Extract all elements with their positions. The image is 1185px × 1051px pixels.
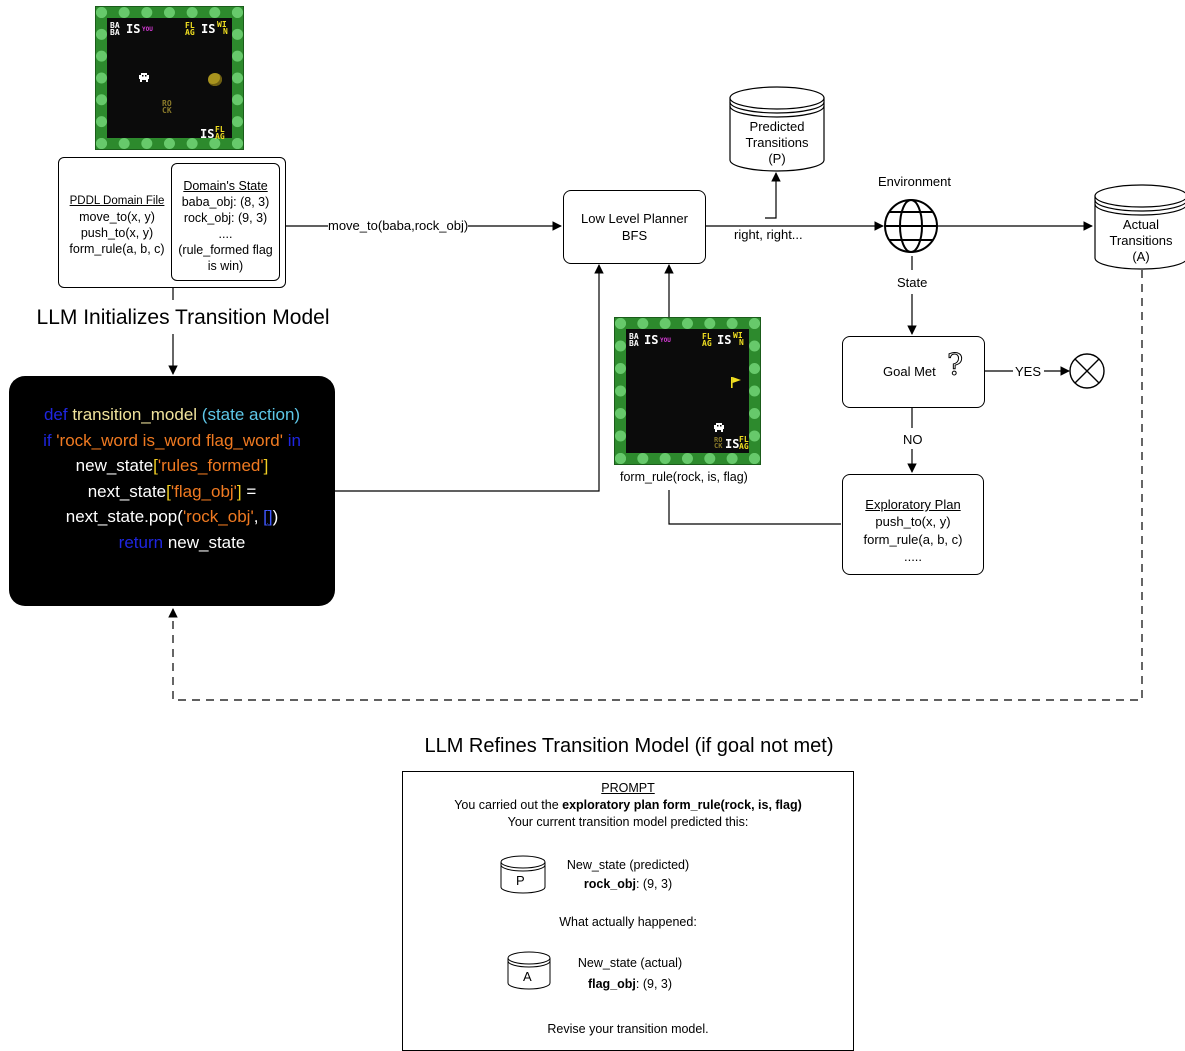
move-action-label: move_to(baba,rock_obj): [328, 218, 469, 233]
actual-db-icon: [1094, 184, 1185, 270]
word-is: IS: [725, 437, 740, 451]
baba-sprite: [713, 421, 725, 433]
state-line: ....: [218, 227, 233, 241]
globe-icon: [884, 199, 938, 253]
pddl-domain-file: PDDL Domain File move_to(x, y) push_to(x…: [63, 193, 171, 257]
word-is: IS: [200, 127, 215, 141]
code-line: next_state['flag_obj'] =: [87, 481, 257, 501]
arrow-to-predicted: [765, 172, 781, 219]
exploratory-title: Exploratory Plan: [865, 497, 961, 512]
actions-label: right, right...: [734, 227, 803, 242]
board-caption: form_rule(rock, is, flag): [620, 470, 748, 484]
domain-state-box: Domain's State baba_obj: (8, 3) rock_obj…: [171, 163, 280, 281]
exploratory-plan-box: Exploratory Plan push_to(x, y) form_rule…: [842, 474, 984, 575]
pddl-action: push_to(x, y): [80, 226, 154, 240]
code-line: if 'rock_word is_word flag_word' in: [43, 430, 301, 450]
word-you: YOU: [660, 337, 671, 344]
actual-db-icon: [507, 951, 551, 990]
code-line: def transition_model (state action): [43, 405, 301, 424]
predicted-db-letter: P: [516, 873, 525, 888]
environment-label: Environment: [878, 174, 951, 189]
planner-title: Low Level Planner: [581, 211, 688, 226]
word-you: YOU: [142, 26, 153, 33]
line-exploratory-to-board: [668, 490, 841, 525]
predicted-db-icon: [729, 86, 825, 172]
pddl-domain-box: PDDL Domain File move_to(x, y) push_to(x…: [58, 157, 286, 288]
domain-state-title: Domain's State: [183, 179, 268, 193]
goal-met-label: Goal Met: [883, 364, 936, 379]
word-is: IS: [717, 333, 732, 347]
pddl-action: form_rule(a, b, c): [69, 242, 165, 256]
pddl-action: move_to(x, y): [79, 210, 155, 224]
state-line: baba_obj: (8, 3): [181, 195, 270, 209]
predicted-db-icon: [500, 855, 546, 894]
init-heading: LLM Initializes Transition Model: [0, 306, 366, 330]
state-label: State: [897, 275, 928, 290]
exploratory-step: push_to(x, y): [875, 514, 951, 529]
actual-transitions-label: Actual Transitions (A): [1109, 217, 1173, 264]
word-is: IS: [126, 22, 141, 36]
predicted-state: New_state (predicted) rock_obj: (9, 3): [566, 858, 690, 891]
state-line: (rule_formed flag: [178, 243, 273, 257]
question-mark-icon: ?: [946, 348, 964, 383]
yes-label: YES: [1015, 364, 1042, 379]
rock-sprite: [208, 73, 222, 86]
arrow-code-to-planner: [335, 264, 604, 492]
code-line: return new_state: [118, 532, 246, 552]
planner-algorithm: BFS: [621, 228, 648, 243]
state-line: is win): [207, 259, 244, 273]
exploratory-step: .....: [903, 549, 923, 564]
prompt-closing: Revise your transition model.: [547, 1022, 709, 1036]
actual-db-letter: A: [523, 969, 532, 984]
actual-intro: What actually happened:: [559, 915, 697, 929]
actual-state: New_state (actual) flag_obj: (9, 3): [577, 956, 683, 991]
exploratory-step: form_rule(a, b, c): [863, 532, 963, 547]
prompt-line: You carried out the exploratory plan for…: [454, 798, 802, 812]
goal-met-box: Goal Met ?: [842, 336, 985, 408]
baba-sprite: [138, 71, 150, 83]
flag-sprite: [729, 375, 743, 389]
word-is: IS: [644, 333, 659, 347]
low-level-planner: Low Level Planner BFS: [563, 190, 706, 264]
state-line: rock_obj: (9, 3): [183, 211, 268, 225]
code-line: next_state.pop('rock_obj', []): [65, 507, 279, 526]
stop-circle-icon: [1069, 353, 1105, 389]
refine-heading: LLM Refines Transition Model (if goal no…: [424, 735, 834, 757]
prompt-line: Your current transition model predicted …: [507, 815, 749, 829]
prompt-title: PROMPT: [601, 781, 655, 795]
no-label: NO: [903, 432, 923, 447]
predicted-transitions-label: Predicted Transitions (P): [745, 119, 809, 166]
word-is: IS: [201, 22, 216, 36]
pddl-title: PDDL Domain File: [69, 195, 165, 207]
dashed-feedback-line: [168, 270, 1143, 701]
code-line: new_state['rules_formed']: [75, 456, 269, 475]
transition-model-code: def transition_model (state action) if '…: [9, 376, 335, 606]
prompt-box: PROMPT You carried out the exploratory p…: [402, 771, 854, 1051]
